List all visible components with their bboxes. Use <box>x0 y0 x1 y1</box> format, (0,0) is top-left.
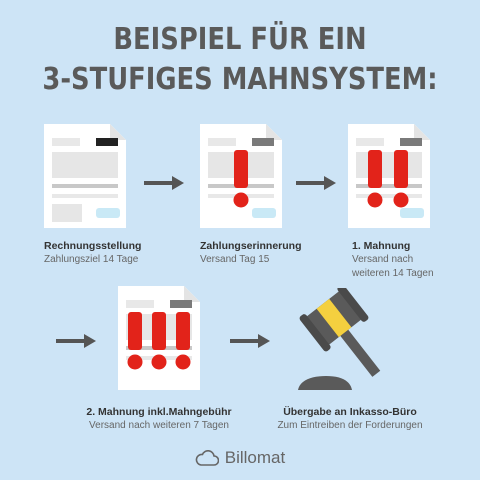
cloud-icon <box>195 450 219 466</box>
arrow-right-icon <box>56 334 96 348</box>
reminder-document-icon <box>200 124 282 228</box>
step-2-title: Zahlungserinnerung <box>200 240 302 252</box>
arrow-right-icon <box>230 334 270 348</box>
exclamation-mark-icon <box>393 150 409 208</box>
step-3-subtitle-line1: Versand nach <box>352 254 414 265</box>
exclamation-mark-icon <box>233 150 249 208</box>
step-4-title: 2. Mahnung inkl.Mahngebühr <box>86 406 232 418</box>
step-4-subtitle: Versand nach weiteren 7 Tagen <box>89 420 229 431</box>
step-5-subtitle: Zum Eintreiben der Forderungen <box>277 420 423 431</box>
second-dunning-document-icon <box>118 286 200 390</box>
exclamation-mark-icon <box>175 312 191 370</box>
step-5-title: Übergabe an Inkasso-Büro <box>283 406 417 418</box>
step-1-title: Rechnungsstellung <box>44 240 142 252</box>
exclamation-mark-icon <box>367 150 383 208</box>
invoice-document-icon <box>44 124 126 228</box>
step-3-title: 1. Mahnung <box>352 240 411 252</box>
step-3-subtitle-line2: weiteren 14 Tagen <box>352 268 434 279</box>
arrow-right-icon <box>144 176 184 190</box>
page-title-line1: BEISPIEL FÜR EIN <box>113 22 367 57</box>
exclamation-mark-icon <box>127 312 143 370</box>
brand-footer: Billomat <box>0 448 480 468</box>
gavel-icon <box>298 288 381 390</box>
first-dunning-document-icon <box>348 124 430 228</box>
step-2-subtitle: Versand Tag 15 <box>200 254 270 265</box>
exclamation-mark-icon <box>151 312 167 370</box>
step-1-subtitle: Zahlungsziel 14 Tage <box>44 254 139 265</box>
page-title-line2: 3-STUFIGES MAHNSYSTEM: <box>42 62 438 97</box>
arrow-right-icon <box>296 176 336 190</box>
brand-name: Billomat <box>224 448 286 467</box>
